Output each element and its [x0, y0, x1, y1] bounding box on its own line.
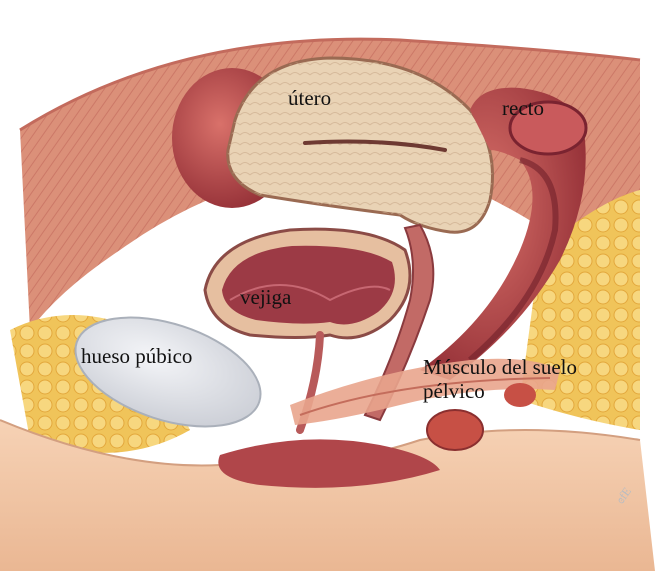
label-hueso-pubico: hueso púbico	[81, 344, 192, 368]
label-musculo-line1: Músculo del suelo	[423, 355, 577, 379]
label-recto: recto	[502, 96, 544, 120]
label-musculo-line2: pélvico	[423, 379, 577, 403]
label-vejiga: vejiga	[240, 285, 291, 309]
label-musculo-suelo-pelvico: Músculo del suelo pélvico	[423, 355, 577, 403]
external-sphincter	[427, 410, 483, 450]
label-utero: útero	[288, 86, 331, 110]
